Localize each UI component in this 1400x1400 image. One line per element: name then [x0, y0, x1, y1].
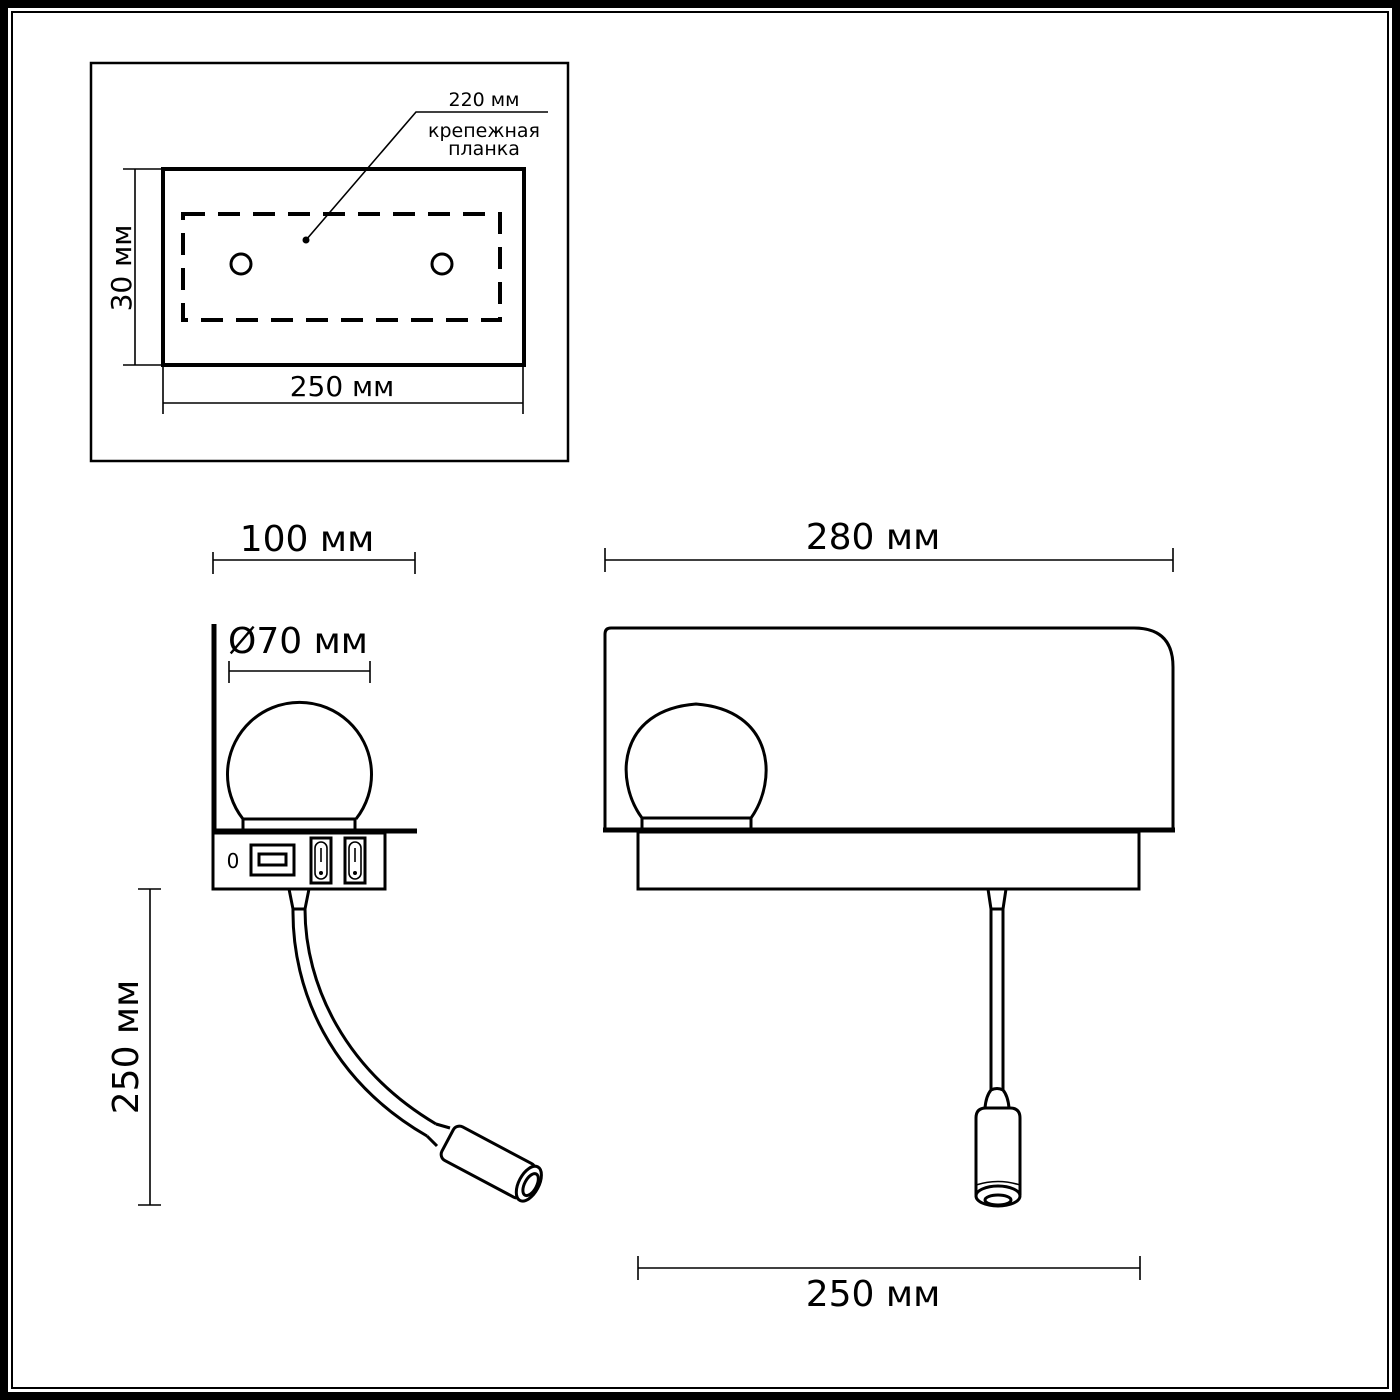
flex-arm-inner — [303, 908, 437, 1126]
usb-port-icon — [249, 843, 296, 877]
rocker-switch-2-icon — [343, 836, 367, 885]
bracket-width-label: 220 мм — [449, 89, 520, 111]
front-arm-neck — [983, 1087, 1011, 1110]
bracket-caption-line2: планка — [448, 138, 520, 160]
rocker-switch-1-icon — [309, 836, 333, 885]
front-spotlight-body — [974, 1106, 1022, 1195]
front-arm-connector — [986, 888, 1008, 910]
rocker-switch-2-knob — [348, 841, 362, 880]
inner-frame — [11, 11, 1389, 1389]
flex-arm-outer — [291, 908, 428, 1138]
usb-slot-icon — [257, 852, 288, 867]
front-width-label: 280 мм — [806, 517, 940, 558]
back-plate — [161, 167, 526, 367]
plate-height-label: 30 мм — [105, 225, 138, 312]
front-view: 280 мм 250 мм — [603, 517, 1175, 1315]
leader-line — [305, 111, 548, 241]
screw-hole-left — [229, 252, 253, 276]
shade-diameter-label: Ø70 мм — [228, 621, 368, 662]
spotlight-lens — [521, 1172, 540, 1198]
bracket-caption-line1: крепежная — [428, 120, 540, 142]
front-globe-shade — [624, 702, 768, 819]
mounting-view-box — [89, 61, 570, 463]
arm-connector — [287, 888, 311, 910]
screw-hole-right — [430, 252, 454, 276]
mounting-plate-view: 220 мм крепежная планка 30 мм 250 мм — [89, 61, 570, 463]
arm-length-label: 250 мм — [106, 980, 147, 1114]
rocker-switch-1-dot — [319, 871, 323, 875]
front-spotlight-band — [975, 1180, 1021, 1186]
front-base-box — [636, 830, 1141, 891]
reading-spotlight — [439, 1124, 543, 1203]
front-spotlight-lens — [983, 1193, 1013, 1207]
base-width-label: 250 мм — [806, 1274, 940, 1315]
mounting-bracket-outline — [181, 212, 502, 322]
depth-label: 100 мм — [240, 519, 374, 560]
rocker-switch-1-knob — [314, 841, 328, 880]
indicator-label: 0 — [227, 849, 240, 873]
rocker-switch-2-dot — [353, 871, 357, 875]
plate-width-label: 250 мм — [290, 370, 395, 403]
arm-neck — [425, 1122, 451, 1148]
side-view: 100 мм Ø70 мм 0 — [106, 519, 543, 1206]
globe-shade — [226, 700, 373, 820]
